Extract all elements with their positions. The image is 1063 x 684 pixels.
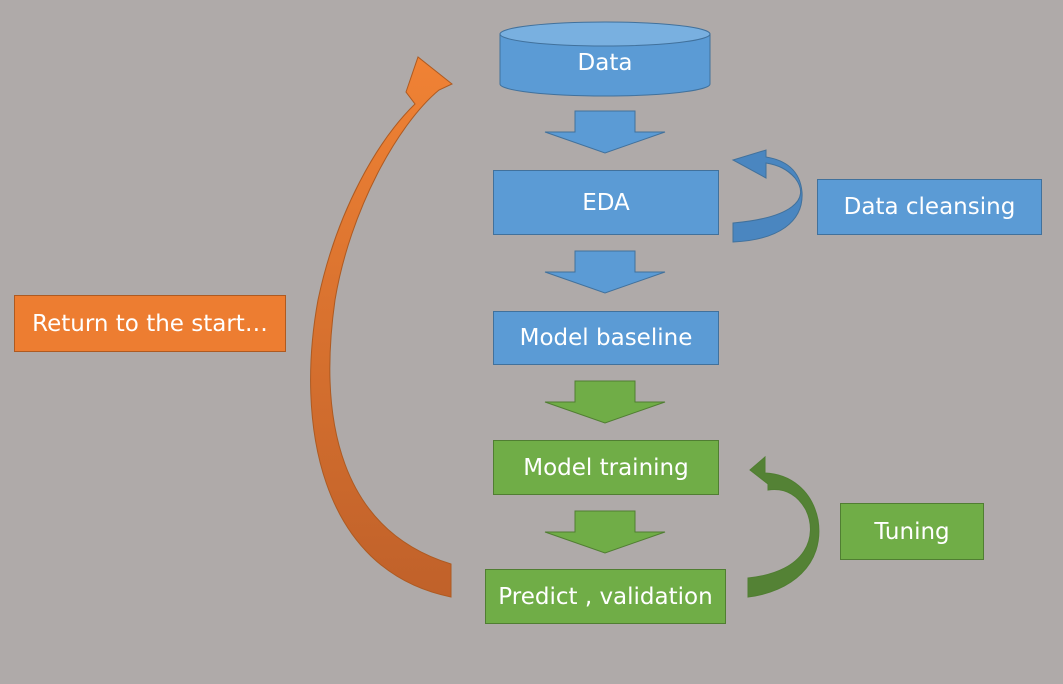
node-predict-validation: Predict , validation: [485, 569, 726, 624]
return-arrow: [310, 56, 453, 598]
flow-arrow-data-to-eda: [544, 110, 666, 154]
data-cylinder: [499, 21, 711, 97]
flow-arrow-baseline-to-training: [544, 380, 666, 424]
flow-arrow-eda-to-baseline: [544, 250, 666, 294]
tuning-loop-arrow: [747, 455, 820, 598]
flow-arrow-training-to-predict: [544, 510, 666, 554]
node-tuning: Tuning: [840, 503, 984, 560]
node-data-cleansing: Data cleansing: [817, 179, 1042, 235]
node-model-training: Model training: [493, 440, 719, 495]
node-return-to-start: Return to the start…: [14, 295, 286, 352]
node-model-baseline: Model baseline: [493, 311, 719, 365]
node-data-label: Data: [577, 50, 633, 76]
node-eda: EDA: [493, 170, 719, 235]
cleansing-loop-arrow: [731, 149, 803, 243]
